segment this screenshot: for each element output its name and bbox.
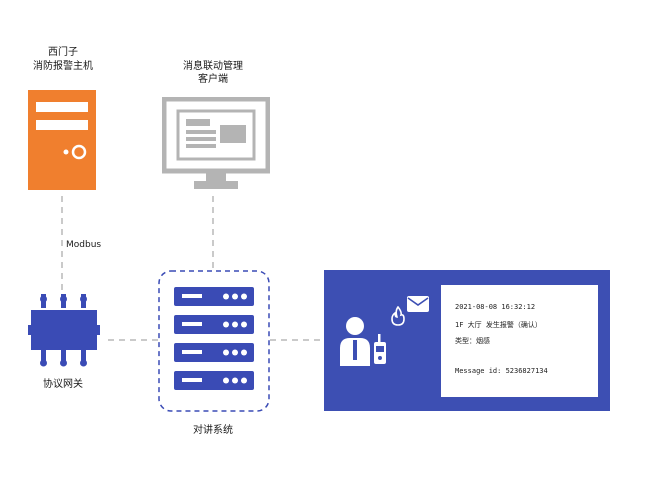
fire-icon <box>390 306 406 326</box>
message-event: 1F 大厅 发生报警（确认） <box>455 321 542 329</box>
client-label-2: 客户端 <box>198 74 228 85</box>
message-type: 类型：烟感 <box>455 337 490 345</box>
client-monitor-icon <box>162 97 270 193</box>
intercom-server-icon <box>158 270 270 412</box>
gateway-label: 协议网关 <box>43 379 83 390</box>
fire-host-label-1: 西门子 <box>48 47 78 58</box>
gateway-chip-icon <box>28 294 100 368</box>
fire-host-label-2: 消防报警主机 <box>33 61 93 72</box>
message-card: 2021-08-08 16:32:12 1F 大厅 发生报警（确认） 类型：烟感… <box>441 285 598 397</box>
client-label-1: 消息联动管理 <box>183 61 243 72</box>
message-datetime: 2021-08-08 16:32:12 <box>455 303 536 311</box>
message-id: Message id: 5236827134 <box>455 367 548 375</box>
fire-alarm-host-icon <box>28 90 96 190</box>
operator-with-radio-icon <box>338 314 394 370</box>
modbus-label: Modbus <box>66 240 102 250</box>
intercom-label: 对讲系统 <box>193 425 233 436</box>
message-panel: 2021-08-08 16:32:12 1F 大厅 发生报警（确认） 类型：烟感… <box>324 270 610 411</box>
mail-icon <box>406 295 430 313</box>
